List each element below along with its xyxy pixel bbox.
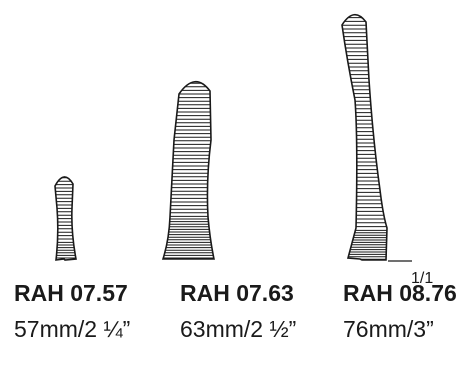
product-code-2: RAH 07.63	[180, 280, 294, 306]
tip-drawing-rah-07-57	[54, 176, 77, 261]
product-code-1: RAH 07.57	[14, 280, 128, 306]
tip-drawing-rah-08-76	[341, 13, 412, 262]
product-size-3: 76mm/3”	[343, 316, 434, 342]
tip-drawing-rah-07-63	[162, 80, 215, 260]
product-size-1: 57mm/2 ¼”	[14, 316, 131, 342]
product-code-3: RAH 08.76	[343, 280, 457, 306]
product-size-2: 63mm/2 ½”	[180, 316, 297, 342]
scale-label: 1/1	[411, 270, 434, 287]
